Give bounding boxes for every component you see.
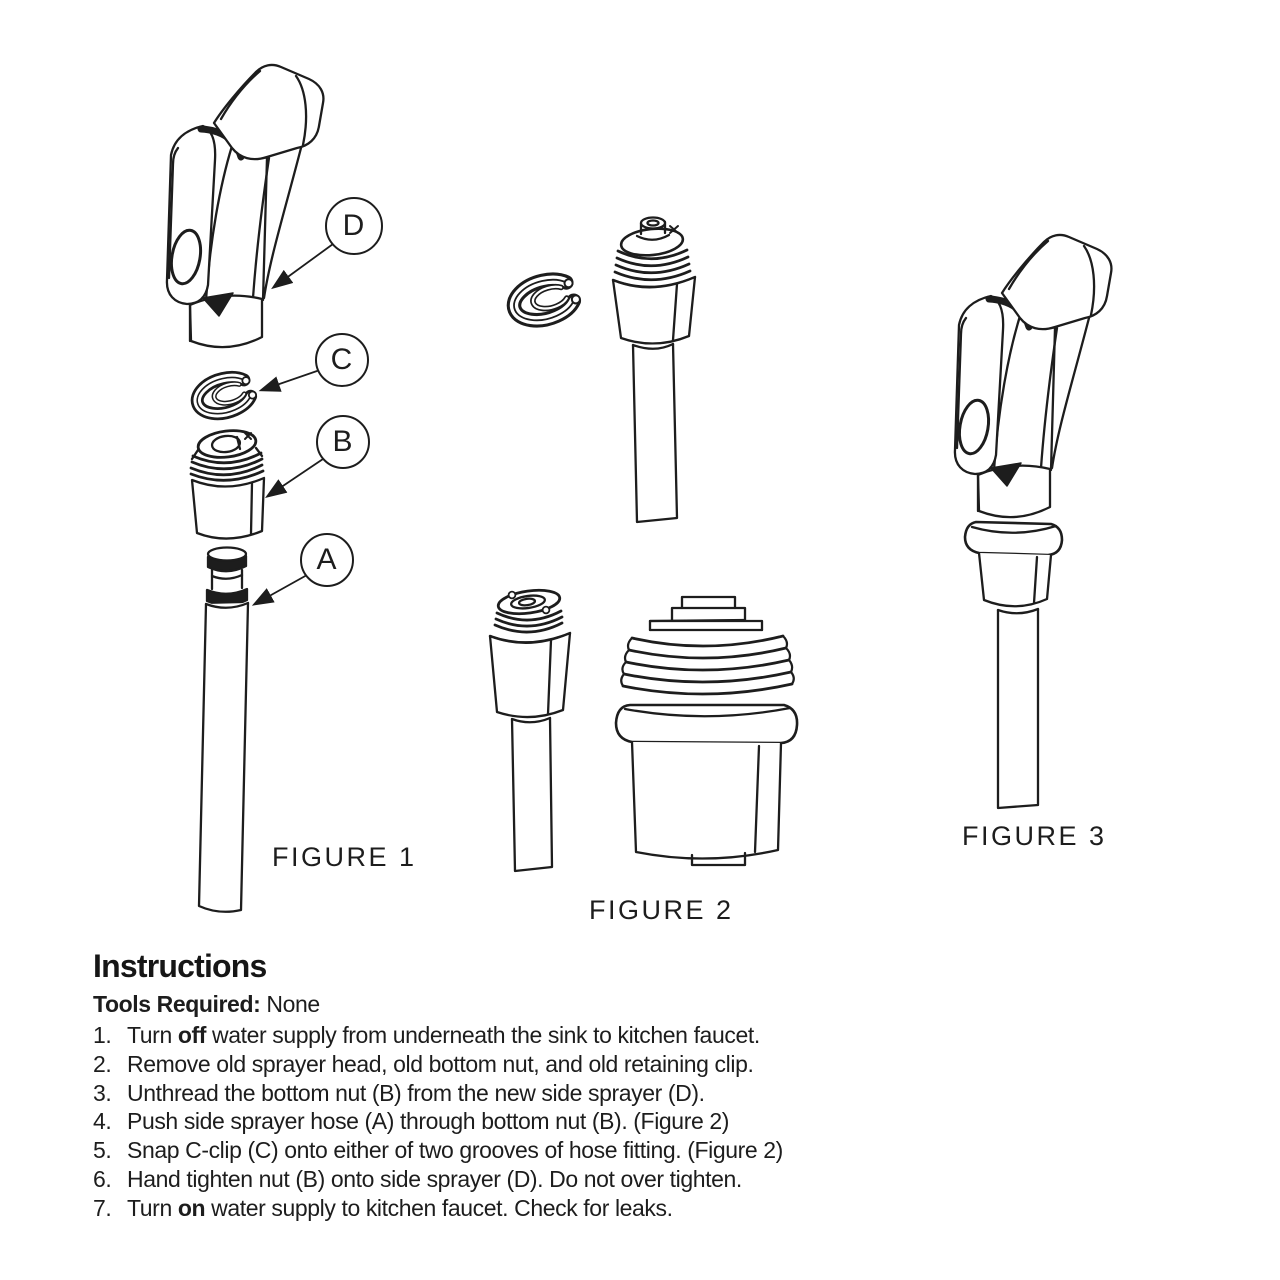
figure1-c-clip [195,375,257,416]
callout-d-label: D [342,209,366,242]
instruction-step: 3.Unthread the bottom nut (B) from the n… [93,1079,705,1106]
figure2-fitting-with-nut [611,216,697,524]
callout-a-label: A [316,543,338,576]
callout-a: A [300,533,354,587]
figure3-caption: FIGURE 3 [962,821,1107,851]
figure1-bottom-nut [189,429,266,540]
instruction-step: 6.Hand tighten nut (B) onto side sprayer… [93,1165,742,1192]
callout-b-label: B [332,425,354,458]
callout-b: B [316,415,370,469]
callout-c: C [315,333,369,387]
instruction-step: 5.Snap C-clip (C) onto either of two gro… [93,1137,783,1164]
figure1-caption: FIGURE 1 [272,842,417,872]
figure1-drawing [167,65,334,913]
instructions-heading: Instructions [93,948,267,984]
callout-d-arrow [271,243,334,290]
instruction-step: 1.Turn off water supply from underneath … [93,1022,760,1048]
callout-c-label: C [330,343,354,376]
figure3-nut-and-hose [963,520,1064,810]
figure3-drawing [955,235,1112,810]
instruction-step: 4.Push side sprayer hose (A) through bot… [93,1108,729,1135]
callout-a-arrow [251,574,308,606]
callout-c-arrow [258,370,318,392]
figure2-bottom-nut [614,595,799,867]
figure2-drawing [488,216,799,873]
instructions-section: Instructions Tools Required: None 1.Turn… [93,948,853,1223]
figure2-c-clip [512,277,582,323]
tools-required-line: Tools Required: None [93,990,853,1019]
tools-required-label: Tools Required: [93,991,261,1017]
tools-required-value: None [266,991,320,1017]
callout-b-arrow [265,458,324,499]
instruction-steps: 1.Turn off water supply from underneath … [93,1021,853,1223]
figure1-hose [197,546,250,913]
figure1-sprayer-head [167,65,324,347]
figure2-fitting-with-clip [488,588,572,873]
callout-d: D [325,197,383,255]
instruction-step: 2.Remove old sprayer head, old bottom nu… [93,1050,754,1077]
figure3-sprayer-head [955,235,1112,517]
figure2-caption: FIGURE 2 [589,895,734,925]
instruction-step: 7.Turn on water supply to kitchen faucet… [93,1194,673,1221]
